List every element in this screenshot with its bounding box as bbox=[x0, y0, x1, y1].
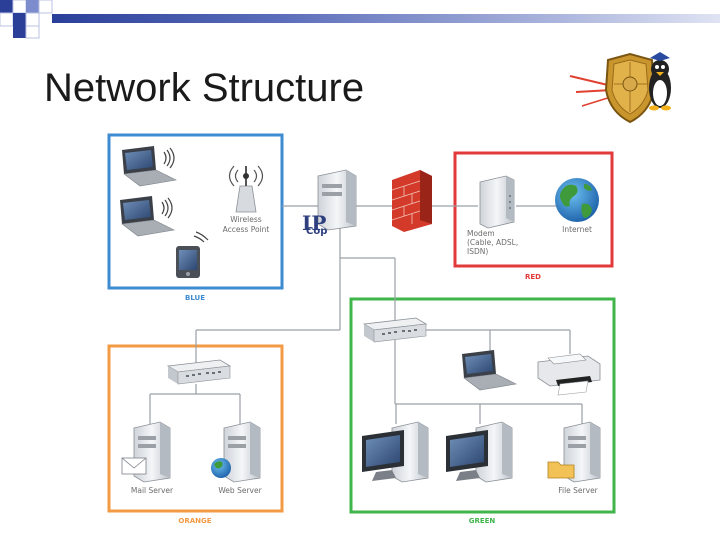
modem-label-line3: ISDN) bbox=[467, 247, 488, 256]
ipcop-logo-cop: Cop bbox=[306, 226, 327, 237]
header-bar bbox=[52, 14, 720, 23]
web-server-label: Web Server bbox=[218, 486, 262, 495]
file-server-icon bbox=[547, 421, 601, 483]
web-server-icon bbox=[211, 421, 261, 483]
internet-globe-icon bbox=[555, 178, 599, 222]
ipcop-logo-ip: IP bbox=[302, 211, 326, 235]
printer-icon bbox=[537, 353, 601, 396]
zone-label-red: RED bbox=[525, 273, 541, 281]
ipcop-mascot-logo bbox=[569, 52, 671, 124]
zone-label-orange: ORANGE bbox=[178, 517, 211, 525]
mail-server-label: Mail Server bbox=[131, 486, 174, 495]
ipcop-server-icon bbox=[317, 169, 357, 231]
wifi-signal-icon bbox=[163, 147, 175, 169]
laptop-icon bbox=[462, 350, 517, 391]
zone-label-green: GREEN bbox=[469, 517, 496, 525]
network-switch-icon bbox=[166, 359, 232, 385]
laptop-icon bbox=[122, 146, 177, 187]
red-zone bbox=[453, 151, 614, 268]
wifi-signal-icon bbox=[193, 231, 209, 243]
blue-zone bbox=[107, 133, 284, 290]
file-server-label: File Server bbox=[558, 486, 598, 495]
slide-title: Network Structure bbox=[44, 66, 365, 110]
green-zone bbox=[349, 297, 616, 514]
internet-label: Internet bbox=[562, 225, 592, 234]
modem-label-line1: Modem bbox=[467, 229, 495, 238]
pda-icon bbox=[176, 246, 200, 278]
laptop-icon bbox=[120, 196, 175, 237]
wap-label-line2: Access Point bbox=[223, 225, 270, 234]
mail-server-icon bbox=[121, 421, 171, 483]
network-switch-icon bbox=[362, 317, 428, 343]
header-squares bbox=[0, 0, 53, 39]
modem-label-line2: (Cable, ADSL, bbox=[467, 238, 518, 247]
wap-label-line1: Wireless bbox=[230, 215, 261, 224]
zone-label-blue: BLUE bbox=[185, 294, 205, 302]
workstation-icon bbox=[362, 421, 429, 483]
modem-icon bbox=[479, 175, 515, 229]
wireless-access-point-icon bbox=[228, 165, 264, 213]
wifi-signal-icon bbox=[161, 197, 173, 219]
firewall-icon bbox=[391, 170, 432, 232]
workstation-icon bbox=[446, 421, 513, 483]
